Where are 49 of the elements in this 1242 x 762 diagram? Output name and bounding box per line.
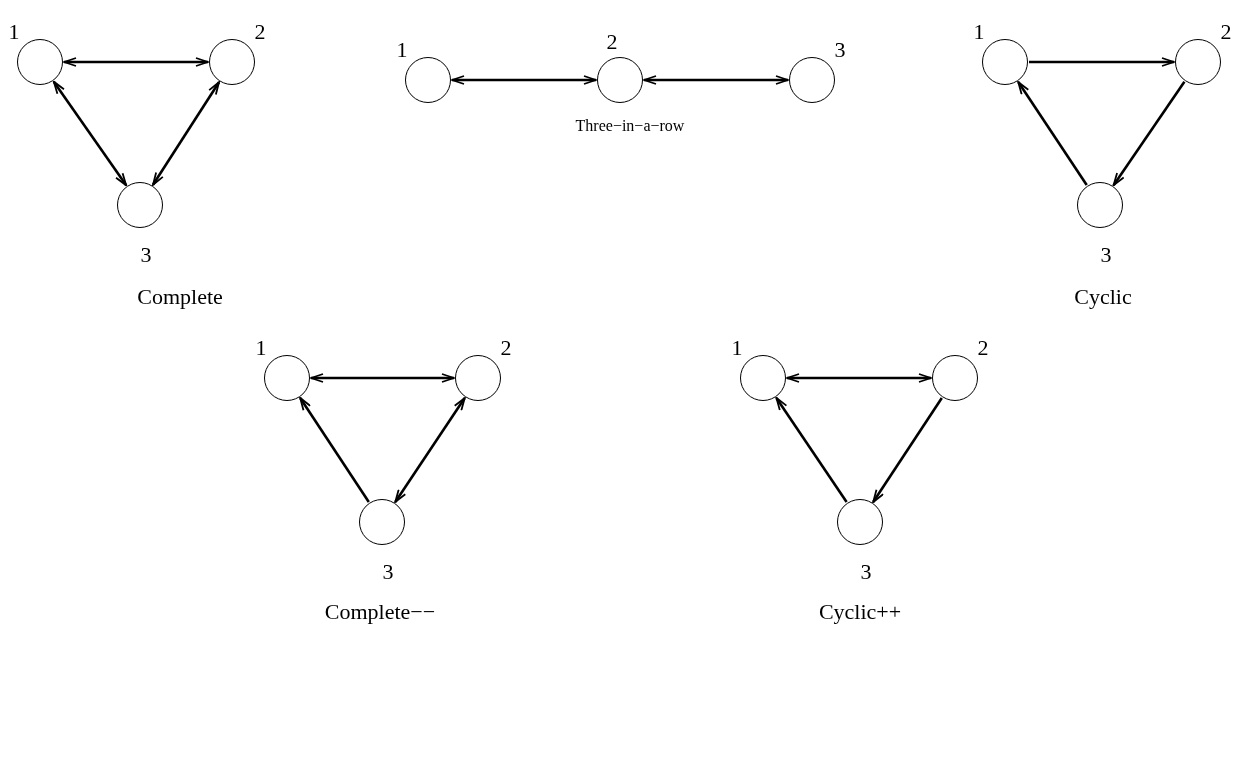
circle-node (837, 499, 883, 545)
node-number: 2 (606, 31, 618, 53)
circle-node (597, 57, 643, 103)
node-number: 1 (255, 337, 267, 359)
circle-node (17, 39, 63, 85)
circle-node (405, 57, 451, 103)
circle-node (1077, 182, 1123, 228)
node-number: 3 (1100, 244, 1112, 266)
circle-node (264, 355, 310, 401)
arrow (299, 397, 370, 503)
node-number: 1 (973, 21, 985, 43)
circle-node (455, 355, 501, 401)
graph-caption: Three−in−a−row (575, 117, 685, 135)
arrow (394, 397, 466, 503)
arrow (643, 75, 789, 85)
arrow (872, 397, 943, 503)
node-number: 3 (860, 561, 872, 583)
arrow (775, 397, 848, 503)
graph-caption: Cyclic (1074, 285, 1132, 310)
node-number: 1 (8, 21, 20, 43)
node-number: 3 (834, 39, 846, 61)
circle-node (789, 57, 835, 103)
circle-node (740, 355, 786, 401)
arrow (52, 80, 128, 187)
graph-caption: Complete−− (324, 600, 436, 625)
node-number: 2 (500, 337, 512, 359)
graph-caption: Complete (137, 285, 223, 310)
arrow (310, 373, 455, 383)
circle-node (209, 39, 255, 85)
arrow (1029, 57, 1175, 67)
arrow (151, 81, 221, 186)
arrow (451, 75, 597, 85)
arrow (63, 57, 209, 67)
arrow (786, 373, 932, 383)
graph-caption: Cyclic++ (818, 600, 902, 625)
node-number: 1 (731, 337, 743, 359)
circle-node (359, 499, 405, 545)
node-number: 2 (1220, 21, 1232, 43)
circle-node (982, 39, 1028, 85)
node-number: 2 (977, 337, 989, 359)
node-number: 1 (396, 39, 408, 61)
node-number: 2 (254, 21, 266, 43)
arrow (1112, 81, 1186, 187)
circle-node (1175, 39, 1221, 85)
node-number: 3 (140, 244, 152, 266)
arrow (1017, 81, 1088, 186)
node-number: 3 (382, 561, 394, 583)
circle-node (932, 355, 978, 401)
circle-node (117, 182, 163, 228)
